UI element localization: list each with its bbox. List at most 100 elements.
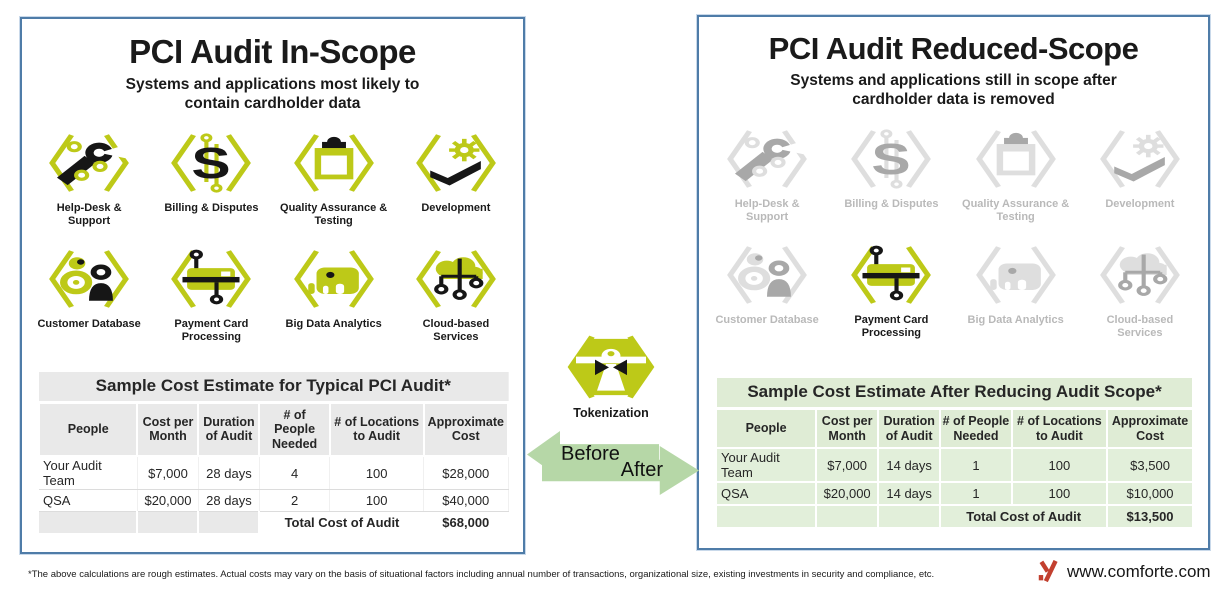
billing-disputes-icon bbox=[165, 129, 257, 197]
icon-item-quality-assurance: Quality Assurance & Testing bbox=[273, 129, 395, 229]
tokenization-label: Tokenization bbox=[573, 406, 649, 420]
pci-in-scope-panel: PCI Audit In-Scope Systems and applicati… bbox=[20, 17, 525, 554]
help-desk-support-icon bbox=[721, 125, 813, 193]
total-row: Total Cost of Audit $13,500 bbox=[714, 504, 1194, 529]
customer-database-icon bbox=[43, 245, 135, 313]
icon-item-help-desk-support: Help-Desk & Support bbox=[28, 129, 150, 229]
column-header: Duration of Audit bbox=[197, 401, 261, 457]
icon-item-cloud-based-services: Cloud-based Services bbox=[1078, 241, 1202, 341]
total-value: $68,000 bbox=[423, 511, 508, 533]
table-cell: $7,000 bbox=[815, 447, 880, 483]
icon-label: Billing & Disputes bbox=[844, 197, 939, 210]
icon-item-big-data-analytics: Big Data Analytics bbox=[273, 245, 395, 345]
cloud-based-services-icon bbox=[1094, 241, 1186, 309]
icon-label: Payment Card Processing bbox=[854, 313, 929, 339]
reduced-scope-icons-grid: Help-Desk & Support Billing & Disputes Q… bbox=[699, 125, 1208, 341]
icon-item-billing-disputes: Billing & Disputes bbox=[829, 125, 953, 225]
table-cell bbox=[39, 511, 139, 533]
icon-label: Quality Assurance & Testing bbox=[280, 201, 388, 228]
pci-reduced-scope-panel: PCI Audit Reduced-Scope Systems and appl… bbox=[697, 15, 1210, 550]
table-cell bbox=[198, 511, 261, 533]
icon-label: Billing & Disputes bbox=[164, 201, 259, 214]
development-icon bbox=[410, 129, 502, 197]
table-title: Sample Cost Estimate After Reducing Audi… bbox=[715, 376, 1194, 411]
comforte-logo-icon bbox=[1037, 560, 1060, 583]
icon-label: Customer Database bbox=[37, 317, 141, 330]
customer-database-icon bbox=[721, 241, 813, 309]
cloud-based-services-icon bbox=[410, 245, 502, 313]
table-cell: 1 bbox=[939, 447, 1013, 483]
after-label: After bbox=[620, 459, 663, 481]
website-url[interactable]: www.comforte.com bbox=[1067, 561, 1211, 581]
total-label: Total Cost of Audit bbox=[939, 504, 1109, 529]
icon-item-development: Development bbox=[395, 129, 517, 229]
icon-label: Big Data Analytics bbox=[285, 317, 382, 330]
panel-title: PCI Audit In-Scope bbox=[129, 33, 416, 70]
tokenization-block: Tokenization bbox=[553, 330, 669, 420]
payment-card-processing-icon bbox=[845, 241, 937, 309]
column-header: Cost per Month bbox=[815, 407, 880, 450]
icon-label: Help-Desk & Support bbox=[56, 201, 122, 228]
table-cell: 2 bbox=[259, 489, 331, 512]
icon-item-billing-disputes: Billing & Disputes bbox=[150, 129, 272, 229]
table-cell bbox=[877, 504, 942, 529]
icon-label: Development bbox=[1105, 197, 1175, 210]
column-header: People bbox=[714, 407, 818, 450]
quality-assurance-icon bbox=[288, 129, 380, 197]
table-cell: $3,500 bbox=[1106, 447, 1194, 483]
table-cell bbox=[714, 504, 818, 529]
table-cell: $28,000 bbox=[423, 456, 509, 490]
icon-item-big-data-analytics: Big Data Analytics bbox=[954, 241, 1078, 341]
table-cell: 28 days bbox=[198, 489, 260, 512]
icon-item-customer-database: Customer Database bbox=[705, 241, 829, 341]
total-row: Total Cost of Audit $68,000 bbox=[39, 511, 508, 533]
tokenization-icon bbox=[561, 330, 661, 404]
table-row: QSA $20,000 28 days 2 100 $40,000 bbox=[39, 489, 509, 512]
table-cell: 100 bbox=[329, 456, 425, 490]
column-header: Approximate Cost bbox=[422, 401, 510, 457]
icon-item-payment-card-processing: Payment Card Processing bbox=[150, 245, 272, 345]
icon-label: Cloud-based Services bbox=[422, 317, 490, 343]
column-header: # of People Needed bbox=[939, 407, 1013, 450]
panel-subtitle: Systems and applications most likely to … bbox=[125, 76, 420, 113]
icon-label: Development bbox=[421, 201, 491, 214]
comforte-logo: www.comforte.com bbox=[1037, 560, 1211, 583]
table-cell: $40,000 bbox=[423, 489, 509, 512]
icon-item-help-desk-support: Help-Desk & Support bbox=[705, 125, 829, 225]
table-row: QSA $20,000 14 days 1 100 $10,000 bbox=[714, 481, 1194, 506]
table-row: Your Audit Team $7,000 14 days 1 100 $3,… bbox=[714, 447, 1194, 483]
column-header: # of Locations to Audit bbox=[328, 401, 425, 457]
icon-item-customer-database: Customer Database bbox=[28, 245, 150, 345]
icon-item-development: Development bbox=[1078, 125, 1202, 225]
icon-label: Payment Card Processing bbox=[174, 317, 249, 343]
before-label: Before bbox=[561, 443, 620, 465]
payment-card-processing-icon bbox=[165, 245, 257, 313]
icon-item-cloud-based-services: Cloud-based Services bbox=[395, 245, 517, 345]
table-cell: $20,000 bbox=[137, 489, 199, 512]
table-cell: QSA bbox=[714, 481, 818, 506]
column-header: Approximate Cost bbox=[1106, 407, 1194, 450]
table-cell: $20,000 bbox=[815, 481, 880, 506]
icon-item-quality-assurance: Quality Assurance & Testing bbox=[954, 125, 1078, 225]
total-label: Total Cost of Audit bbox=[259, 511, 424, 533]
table-cell bbox=[815, 504, 880, 529]
typical-audit-cost-table: Sample Cost Estimate for Typical PCI Aud… bbox=[37, 371, 510, 533]
table-cell: 14 days bbox=[877, 447, 942, 483]
billing-disputes-icon bbox=[845, 125, 937, 193]
panel-title: PCI Audit Reduced-Scope bbox=[768, 31, 1139, 66]
table-cell: $7,000 bbox=[137, 456, 199, 490]
table-cell bbox=[137, 511, 200, 533]
column-header: Cost per Month bbox=[136, 401, 200, 457]
column-header: Duration of Audit bbox=[877, 407, 942, 450]
icon-label: Help-Desk & Support bbox=[734, 197, 800, 224]
table-title: Sample Cost Estimate for Typical PCI Aud… bbox=[39, 371, 509, 404]
table-cell: 100 bbox=[1010, 447, 1109, 483]
table-cell: Your Audit Team bbox=[39, 456, 138, 490]
total-value: $13,500 bbox=[1106, 504, 1194, 529]
table-cell: QSA bbox=[39, 489, 138, 512]
icon-label: Cloud-based Services bbox=[1106, 313, 1174, 339]
table-cell: 4 bbox=[259, 456, 331, 490]
table-cell: Your Audit Team bbox=[714, 447, 818, 483]
icon-label: Customer Database bbox=[715, 313, 819, 326]
